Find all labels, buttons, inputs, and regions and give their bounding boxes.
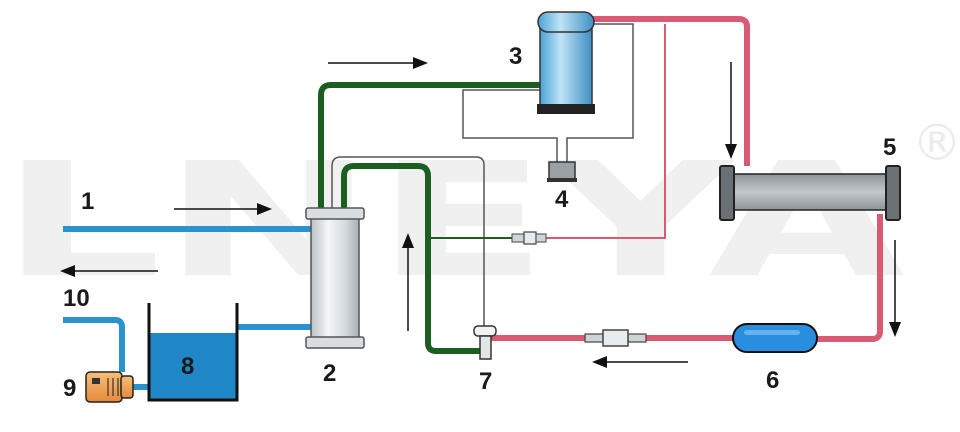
compressor-3 bbox=[537, 11, 595, 114]
compressor-to-condenser-pipe bbox=[318, 82, 540, 208]
flow-arrows bbox=[60, 57, 901, 368]
water-outlet-pipe-10 bbox=[63, 317, 125, 372]
evaporator-5 bbox=[719, 165, 901, 221]
condenser-bottom-cap bbox=[305, 336, 365, 349]
watermark-text: LNEYA bbox=[0, 129, 905, 313]
label-1: 1 bbox=[81, 188, 94, 215]
watermark-registered-mark: ® bbox=[912, 114, 960, 172]
label-7: 7 bbox=[479, 368, 492, 395]
label-6: 6 bbox=[766, 367, 779, 394]
label-8: 8 bbox=[181, 353, 194, 380]
label-2: 2 bbox=[323, 360, 336, 387]
arrow-down-evaporator-inlet bbox=[725, 62, 737, 159]
evaporator-to-receiver-pipe bbox=[816, 214, 883, 342]
evaporator-right-flange bbox=[885, 165, 901, 221]
expansion-valve-7 bbox=[473, 325, 497, 360]
label-10: 10 bbox=[63, 285, 90, 312]
sight-glass bbox=[584, 329, 647, 347]
evaporator-left-flange bbox=[719, 165, 735, 221]
label-9: 9 bbox=[63, 375, 76, 402]
control-line-compressor-suction-to-switch bbox=[462, 89, 558, 162]
compressor-body bbox=[539, 23, 593, 109]
control-lines bbox=[331, 23, 634, 328]
arrow-up-green bbox=[402, 233, 414, 331]
label-5: 5 bbox=[883, 134, 896, 161]
water-tank-8 bbox=[147, 303, 239, 402]
evaporator-body bbox=[729, 173, 891, 211]
component-labels: 1 2 3 4 5 6 7 8 9 10 bbox=[63, 43, 896, 402]
hot-gas-bypass-line bbox=[545, 24, 666, 239]
water-pump-9 bbox=[85, 371, 134, 403]
green-refrigerant-pipes bbox=[318, 82, 540, 354]
control-line-condenser-to-valve bbox=[331, 156, 485, 328]
arrow-right-top bbox=[328, 57, 428, 69]
pressure-switch-4 bbox=[547, 161, 577, 182]
compressor-base bbox=[537, 104, 595, 114]
arrow-left-outlet bbox=[60, 265, 158, 277]
liquid-receiver-6 bbox=[732, 323, 818, 353]
tank-water bbox=[150, 333, 236, 399]
label-4: 4 bbox=[555, 186, 569, 213]
condenser-to-valve-pipe bbox=[341, 163, 480, 354]
control-line-compressor-discharge-to-switch bbox=[566, 23, 634, 162]
discharge-pipe-to-evaporator bbox=[592, 16, 750, 166]
condenser-2 bbox=[305, 207, 365, 349]
water-pipes bbox=[63, 226, 311, 390]
label-3: 3 bbox=[509, 43, 522, 70]
arrow-down-evaporator-outlet bbox=[889, 240, 901, 337]
compressor-top bbox=[537, 11, 595, 33]
watermark: LNEYA ® bbox=[0, 114, 960, 313]
condenser-body bbox=[310, 213, 360, 341]
tank-walls bbox=[147, 303, 239, 402]
arrow-left-liquid bbox=[592, 356, 688, 368]
arrow-right-inlet bbox=[174, 203, 272, 215]
condenser-top-cap bbox=[305, 207, 365, 220]
bypass-valve bbox=[511, 231, 547, 245]
